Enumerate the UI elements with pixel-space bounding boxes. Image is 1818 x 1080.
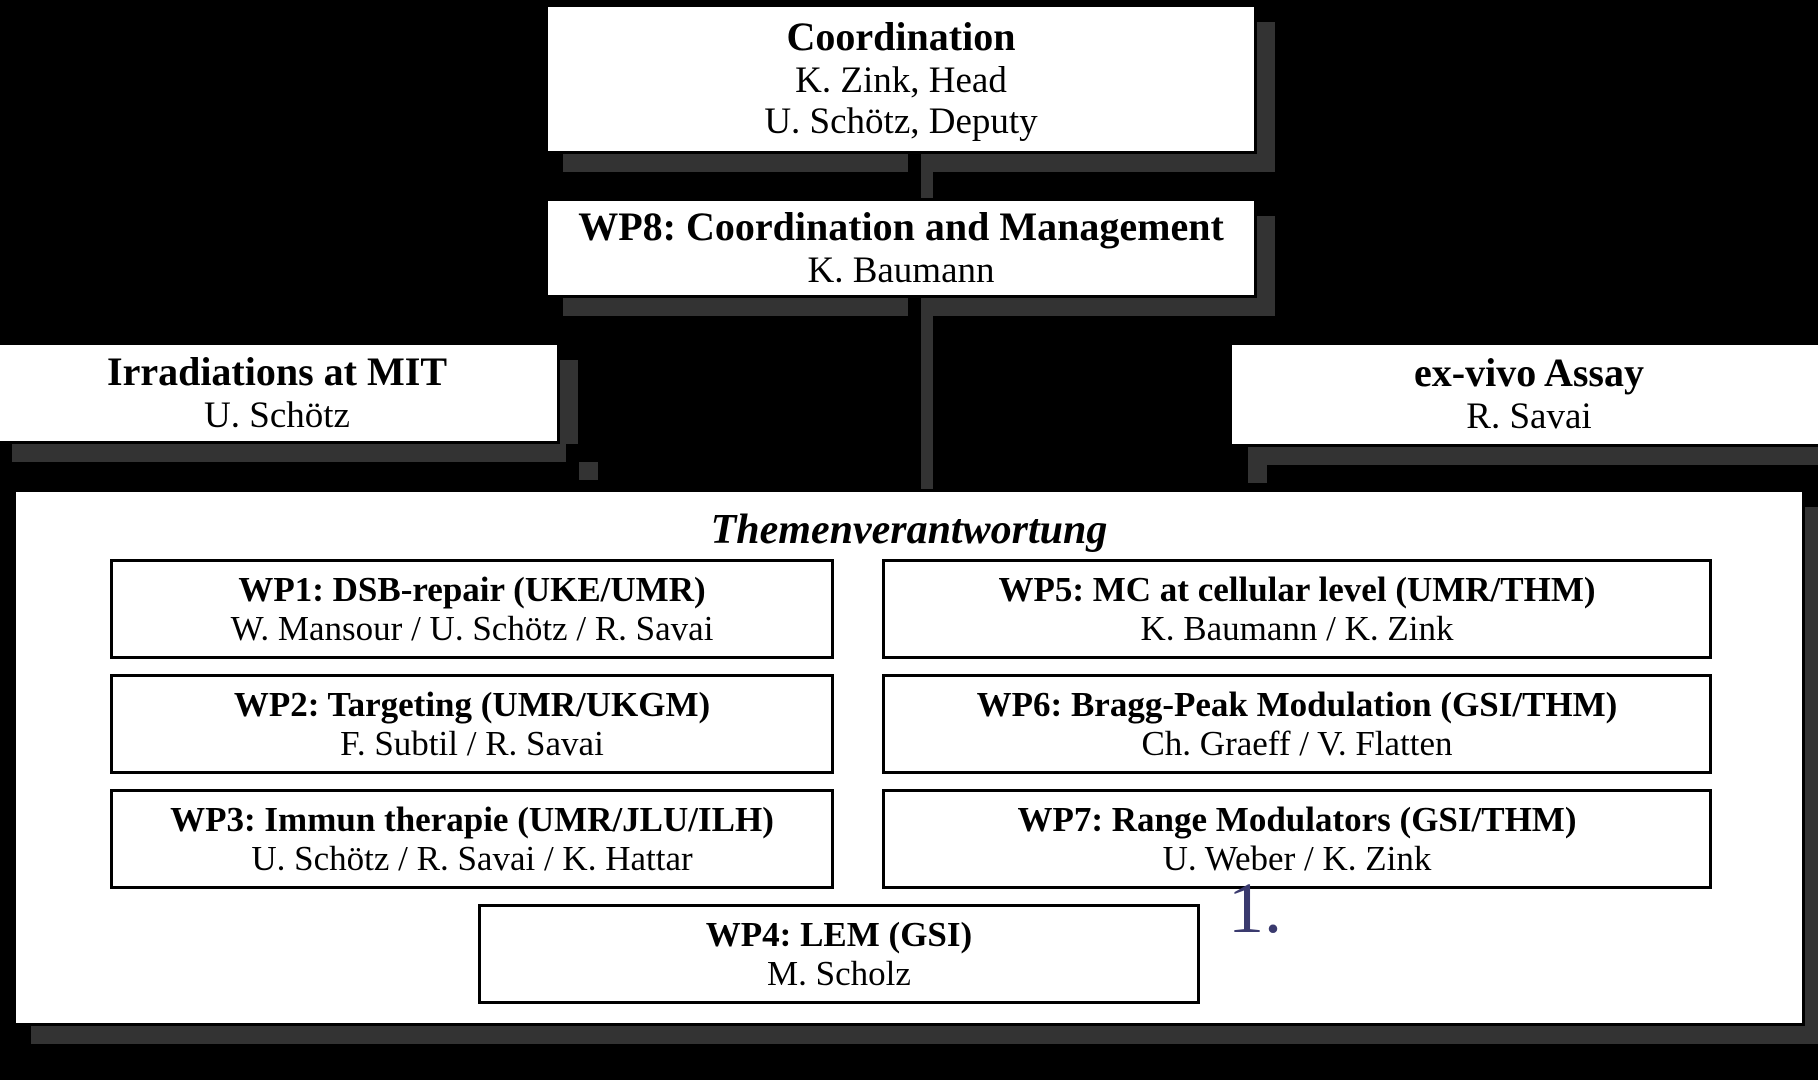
exvivo-assay-node[interactable]: ex-vivo Assay R. Savai [1229, 342, 1818, 447]
wp6-people: Ch. Graeff / V. Flatten [1141, 724, 1453, 763]
wp5-node[interactable]: WP5: MC at cellular level (UMR/THM) K. B… [882, 559, 1712, 659]
wp5-people: K. Baumann / K. Zink [1140, 609, 1454, 648]
wp6-title: WP6: Bragg-Peak Modulation (GSI/THM) [976, 684, 1618, 724]
wp8-node[interactable]: WP8: Coordination and Management K. Baum… [545, 198, 1257, 298]
wp8-title: WP8: Coordination and Management [578, 203, 1224, 249]
coordination-head: K. Zink, Head [795, 59, 1007, 101]
wp3-title: WP3: Immun therapie (UMR/JLU/ILH) [170, 799, 774, 839]
wp3-people: U. Schötz / R. Savai / K. Hattar [251, 839, 693, 878]
wp7-title: WP7: Range Modulators (GSI/THM) [1017, 799, 1577, 839]
wp2-node[interactable]: WP2: Targeting (UMR/UKGM) F. Subtil / R.… [110, 674, 834, 774]
irradiations-title: Irradiations at MIT [107, 348, 447, 394]
connector-wp8-themen-shadow [920, 298, 933, 494]
wp1-title: WP1: DSB-repair (UKE/UMR) [238, 569, 706, 609]
annotation-number-one: 1. [1228, 868, 1282, 948]
wp2-people: F. Subtil / R. Savai [340, 724, 604, 763]
connector-irradiations-shadow [578, 462, 598, 480]
connector-exvivo-shadow [1247, 465, 1267, 483]
coordination-title: Coordination [786, 14, 1016, 60]
irradiations-node[interactable]: Irradiations at MIT U. Schötz [0, 342, 560, 444]
connector-coordination-wp8 [908, 154, 921, 200]
connector-exvivo [1235, 447, 1248, 493]
themenverantwortung-heading: Themenverantwortung [710, 507, 1108, 553]
wp4-title: WP4: LEM (GSI) [705, 914, 973, 954]
wp4-people: M. Scholz [767, 954, 911, 993]
irradiations-person: U. Schötz [204, 394, 350, 436]
exvivo-title: ex-vivo Assay [1414, 350, 1644, 396]
wp3-node[interactable]: WP3: Immun therapie (UMR/JLU/ILH) U. Sch… [110, 789, 834, 889]
coordination-deputy: U. Schötz, Deputy [764, 101, 1038, 143]
exvivo-person: R. Savai [1466, 396, 1592, 438]
wp4-node[interactable]: WP4: LEM (GSI) M. Scholz [478, 904, 1200, 1004]
connector-irradiations [566, 444, 579, 490]
connector-wp8-themen [908, 298, 921, 494]
coordination-node[interactable]: Coordination K. Zink, Head U. Schötz, De… [545, 4, 1257, 154]
wp1-node[interactable]: WP1: DSB-repair (UKE/UMR) W. Mansour / U… [110, 559, 834, 659]
wp1-people: W. Mansour / U. Schötz / R. Savai [230, 609, 714, 648]
wp5-title: WP5: MC at cellular level (UMR/THM) [998, 569, 1596, 609]
wp6-node[interactable]: WP6: Bragg-Peak Modulation (GSI/THM) Ch.… [882, 674, 1712, 774]
wp2-title: WP2: Targeting (UMR/UKGM) [233, 684, 711, 724]
wp7-node[interactable]: WP7: Range Modulators (GSI/THM) U. Weber… [882, 789, 1712, 889]
wp7-people: U. Weber / K. Zink [1162, 839, 1432, 878]
themenverantwortung-panel: Themenverantwortung WP1: DSB-repair (UKE… [13, 489, 1805, 1026]
wp8-person: K. Baumann [807, 249, 995, 291]
